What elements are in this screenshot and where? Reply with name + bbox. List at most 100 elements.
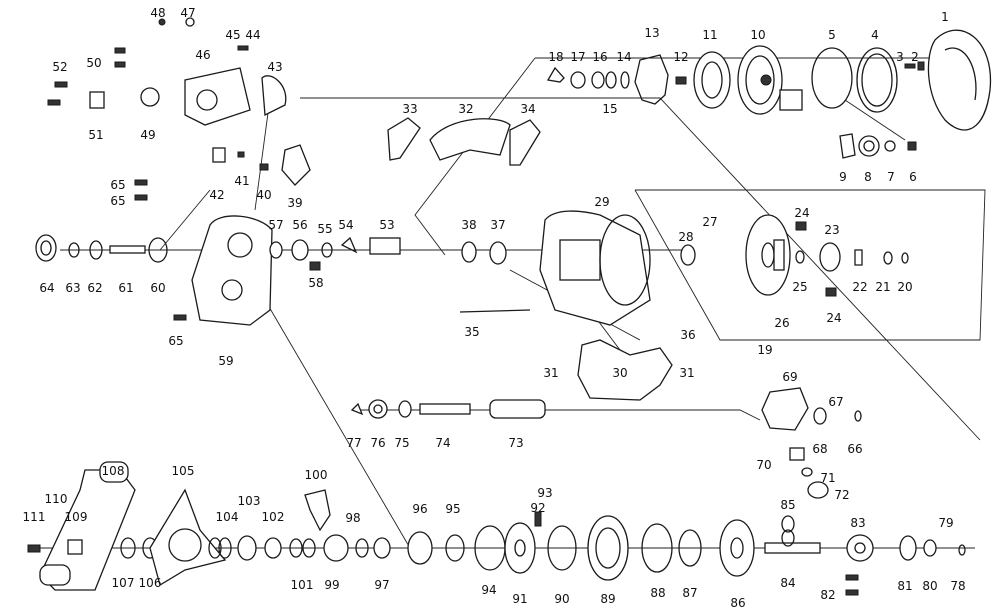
part-label-27: 27 — [702, 215, 717, 229]
part-number-labels: 1234567891011121314151617181920212223242… — [23, 6, 966, 610]
part-label-52: 52 — [52, 60, 67, 74]
part-label-111: 111 — [23, 510, 46, 524]
part-label-71: 71 — [820, 471, 835, 485]
part-label-110: 110 — [45, 492, 68, 506]
part-label-48: 48 — [150, 6, 165, 20]
part-label-108: 108 — [102, 464, 125, 478]
part-label-53: 53 — [379, 218, 394, 232]
part-label-31: 31 — [543, 366, 558, 380]
part-label-2: 2 — [911, 50, 919, 64]
part-label-100: 100 — [305, 468, 328, 482]
part-label-15: 15 — [602, 102, 617, 116]
part-label-62: 62 — [87, 281, 102, 295]
part-label-90: 90 — [554, 592, 569, 606]
part-label-54: 54 — [338, 218, 353, 232]
part-label-63: 63 — [65, 281, 80, 295]
part-label-92: 92 — [530, 501, 545, 515]
part-label-8: 8 — [864, 170, 872, 184]
part-label-106: 106 — [139, 576, 162, 590]
part-label-10: 10 — [750, 28, 765, 42]
part-label-80: 80 — [922, 579, 937, 593]
part-label-101: 101 — [291, 578, 314, 592]
part-label-28: 28 — [678, 230, 693, 244]
part-label-24: 24 — [794, 206, 809, 220]
part-label-30: 30 — [612, 366, 627, 380]
part-label-69: 69 — [782, 370, 797, 384]
part-label-12: 12 — [673, 50, 688, 64]
part-label-26: 26 — [774, 316, 789, 330]
part-label-82: 82 — [820, 588, 835, 602]
part-label-99: 99 — [324, 578, 339, 592]
part-label-89: 89 — [600, 592, 615, 606]
part-label-45: 45 — [225, 28, 240, 42]
part-label-65: 65 — [168, 334, 183, 348]
part-label-19: 19 — [757, 343, 772, 357]
part-label-78: 78 — [950, 579, 965, 593]
part-label-39: 39 — [287, 196, 302, 210]
part-label-107: 107 — [112, 576, 135, 590]
part-label-6: 6 — [909, 170, 917, 184]
part-label-47: 47 — [180, 6, 195, 20]
part-label-20: 20 — [897, 280, 912, 294]
part-label-41: 41 — [234, 174, 249, 188]
part-label-23: 23 — [824, 223, 839, 237]
part-label-21: 21 — [875, 280, 890, 294]
part-label-16: 16 — [592, 50, 607, 64]
part-label-33: 33 — [402, 102, 417, 116]
part-label-1: 1 — [941, 10, 949, 24]
part-label-14: 14 — [616, 50, 631, 64]
part-label-24: 24 — [826, 311, 841, 325]
part-label-35: 35 — [464, 325, 479, 339]
part-label-57: 57 — [268, 218, 283, 232]
part-label-3: 3 — [896, 50, 904, 64]
part-label-29: 29 — [594, 195, 609, 209]
part-label-65: 65 — [110, 178, 125, 192]
part-label-40: 40 — [256, 188, 271, 202]
part-label-11: 11 — [702, 28, 717, 42]
part-label-79: 79 — [938, 516, 953, 530]
part-label-87: 87 — [682, 586, 697, 600]
part-label-44: 44 — [245, 28, 260, 42]
part-label-81: 81 — [897, 579, 912, 593]
part-label-37: 37 — [490, 218, 505, 232]
part-label-42: 42 — [209, 188, 224, 202]
part-label-43: 43 — [267, 60, 282, 74]
part-label-46: 46 — [195, 48, 210, 62]
part-label-105: 105 — [172, 464, 195, 478]
part-label-65: 65 — [110, 194, 125, 208]
part-label-59: 59 — [218, 354, 233, 368]
part-label-77: 77 — [346, 436, 361, 450]
part-label-64: 64 — [39, 281, 54, 295]
part-label-75: 75 — [394, 436, 409, 450]
part-label-25: 25 — [792, 280, 807, 294]
part-label-86: 86 — [730, 596, 745, 610]
part-label-70: 70 — [756, 458, 771, 472]
part-label-67: 67 — [828, 395, 843, 409]
part-label-5: 5 — [828, 28, 836, 42]
part-label-17: 17 — [570, 50, 585, 64]
part-label-83: 83 — [850, 516, 865, 530]
part-label-18: 18 — [548, 50, 563, 64]
part-label-91: 91 — [512, 592, 527, 606]
part-label-56: 56 — [292, 218, 307, 232]
part-shapes — [27, 17, 992, 596]
part-label-72: 72 — [834, 488, 849, 502]
part-label-109: 109 — [65, 510, 88, 524]
part-label-96: 96 — [412, 502, 427, 516]
part-label-73: 73 — [508, 436, 523, 450]
part-label-93: 93 — [537, 486, 552, 500]
part-label-66: 66 — [847, 442, 862, 456]
part-label-4: 4 — [871, 28, 879, 42]
part-label-50: 50 — [86, 56, 101, 70]
part-label-51: 51 — [88, 128, 103, 142]
part-label-103: 103 — [238, 494, 261, 508]
part-label-34: 34 — [520, 102, 535, 116]
part-label-49: 49 — [140, 128, 155, 142]
part-label-84: 84 — [780, 576, 795, 590]
part-label-9: 9 — [839, 170, 847, 184]
part-label-31: 31 — [679, 366, 694, 380]
part-label-13: 13 — [644, 26, 659, 40]
part-label-58: 58 — [308, 276, 323, 290]
part-label-94: 94 — [481, 583, 496, 597]
